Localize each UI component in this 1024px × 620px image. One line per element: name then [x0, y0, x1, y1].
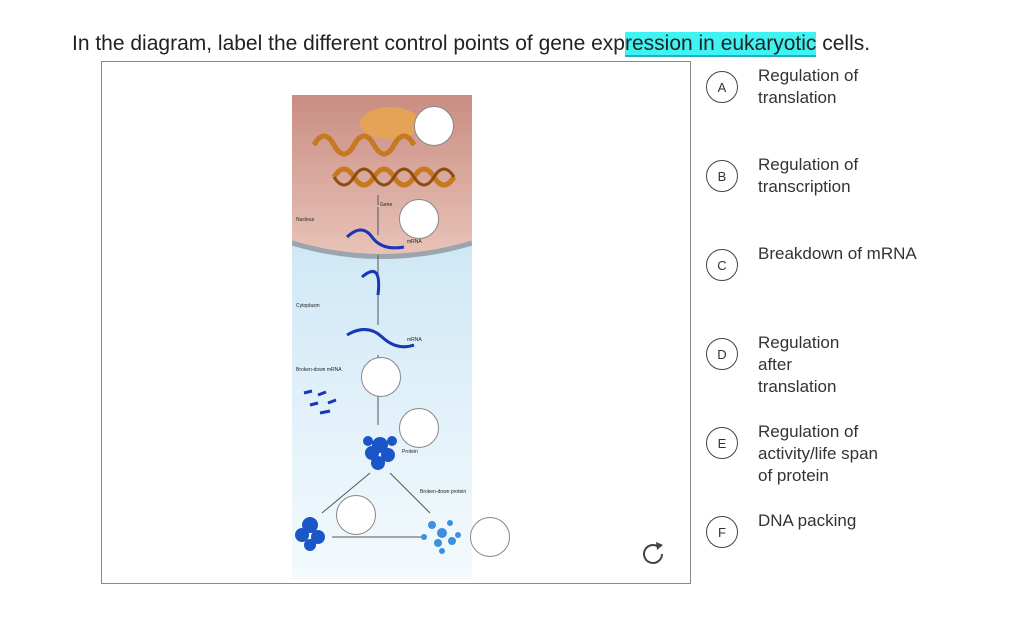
option-c-badge[interactable]: C	[706, 249, 738, 281]
diagram-panel: Gene Nucleus mRNA Cytoplasm mRNA Broken-…	[101, 61, 691, 584]
option-b-badge[interactable]: B	[706, 160, 738, 192]
label-broken-mrna: Broken-down mRNA	[296, 367, 342, 373]
label-broken-protein: Broken-down protein	[420, 489, 466, 495]
label-mrna-nucleus: mRNA	[407, 239, 422, 245]
drop-target-3[interactable]	[361, 357, 401, 397]
drop-target-1[interactable]	[414, 106, 454, 146]
drop-target-2[interactable]	[399, 199, 439, 239]
question-text: In the diagram, label the different cont…	[72, 32, 870, 56]
option-f-label: DNA packing	[758, 510, 918, 532]
question-part1: In the diagram, label the different cont…	[72, 32, 625, 55]
label-nucleus: Nucleus	[296, 217, 315, 223]
option-d-label: Regulation after translation	[758, 332, 848, 398]
drop-target-4[interactable]	[399, 408, 439, 448]
label-gene: Gene	[380, 202, 392, 208]
option-e-badge[interactable]: E	[706, 427, 738, 459]
drop-target-6[interactable]	[470, 517, 510, 557]
reset-icon[interactable]	[636, 537, 670, 571]
option-c-label: Breakdown of mRNA	[758, 243, 918, 265]
option-d-badge[interactable]: D	[706, 338, 738, 370]
drop-target-5[interactable]	[336, 495, 376, 535]
question-part2: cells.	[816, 32, 870, 55]
option-a-badge[interactable]: A	[706, 71, 738, 103]
option-a-label: Regulation of translation	[758, 65, 918, 109]
option-f-badge[interactable]: F	[706, 516, 738, 548]
option-e-label: Regulation of activity/life span of prot…	[758, 421, 888, 487]
label-protein: Protein	[402, 449, 418, 455]
option-b-label: Regulation of transcription	[758, 154, 918, 198]
chromatin-blob	[360, 107, 420, 139]
question-highlight: ression in eukaryotic	[625, 32, 816, 57]
label-mrna-cytoplasm: mRNA	[407, 337, 422, 343]
label-cytoplasm: Cytoplasm	[296, 303, 320, 309]
gene-expression-diagram: Gene Nucleus mRNA Cytoplasm mRNA Broken-…	[292, 95, 472, 579]
